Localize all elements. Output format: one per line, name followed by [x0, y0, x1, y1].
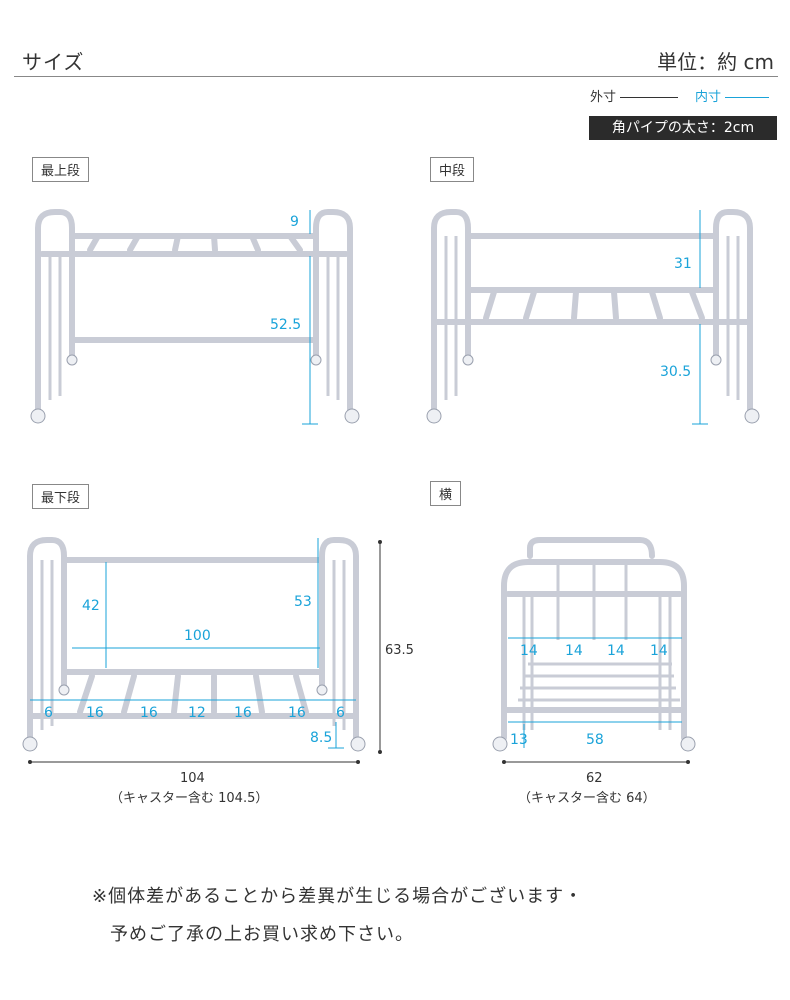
dim-bottom-s3: 16	[140, 705, 158, 721]
dim-bottom-s7: 6	[336, 705, 345, 721]
page-title: サイズ	[22, 50, 85, 74]
legend-outer: 外寸	[590, 86, 679, 105]
legend-inner: 内寸	[695, 86, 770, 105]
disclaimer-note: ※個体差があることから差異が生じる場合がございます・ 予めご了承の上お買い求め下…	[92, 878, 583, 954]
dim-bottom-caster: 8.5	[310, 730, 332, 746]
label-top: 最上段	[32, 157, 90, 182]
dim-bottom-w-inner: 100	[184, 628, 211, 644]
dim-bottom-s4: 12	[188, 705, 206, 721]
dim-bottom-width: 104	[180, 771, 205, 786]
dim-side-depth-inner: 58	[586, 732, 604, 748]
pipe-thickness-badge: 角パイプの太さ：2cm	[589, 116, 777, 140]
view-side-drawing: 14 14 14 14 13 58 62 （キャスター含む 64）	[492, 537, 696, 806]
dim-side-t2: 14	[565, 643, 583, 659]
view-bottom-drawing: 42 53 100 6 16 16 12 16 16 6 8.5 63.5 10…	[22, 537, 414, 806]
dim-top-b: 52.5	[270, 317, 301, 333]
header-divider	[14, 76, 778, 77]
dim-side-t3: 14	[607, 643, 625, 659]
dim-side-caster: 13	[510, 732, 528, 748]
dim-bottom-total-h: 63.5	[385, 643, 414, 658]
view-top-drawing: 9 52.5	[30, 209, 360, 425]
disclaimer-line-2: 予めご了承の上お買い求め下さい。	[110, 924, 414, 945]
dim-side-depth: 62	[586, 771, 603, 786]
disclaimer-line-1: ※個体差があることから差異が生じる場合がございます・	[92, 886, 584, 907]
dim-bottom-s6: 16	[288, 705, 306, 721]
legend-inner-label: 内寸	[695, 90, 722, 105]
dim-side-t1: 14	[520, 643, 538, 659]
dim-bottom-width-note: （キャスター含む 104.5）	[110, 790, 268, 806]
label-side: 横	[430, 481, 462, 506]
dim-bottom-s1: 6	[44, 705, 53, 721]
legend-inner-line	[725, 97, 770, 98]
unit-label: 単位：約 cm	[657, 50, 774, 74]
dim-bottom-s2: 16	[86, 705, 104, 721]
label-bottom: 最下段	[32, 484, 90, 509]
dim-bottom-s5: 16	[234, 705, 252, 721]
legend-outer-label: 外寸	[590, 90, 617, 105]
dim-side-depth-note: （キャスター含む 64）	[518, 790, 656, 806]
legend-outer-line	[620, 97, 679, 98]
view-middle-drawing: 31 30.5	[426, 209, 760, 425]
dim-bottom-h2: 53	[294, 594, 312, 610]
dim-side-t4: 14	[650, 643, 668, 659]
dim-middle-b: 30.5	[660, 364, 691, 380]
dim-middle-a: 31	[674, 256, 692, 272]
dim-bottom-h1: 42	[82, 598, 100, 614]
dim-top-a: 9	[290, 214, 299, 230]
label-middle: 中段	[430, 157, 475, 182]
